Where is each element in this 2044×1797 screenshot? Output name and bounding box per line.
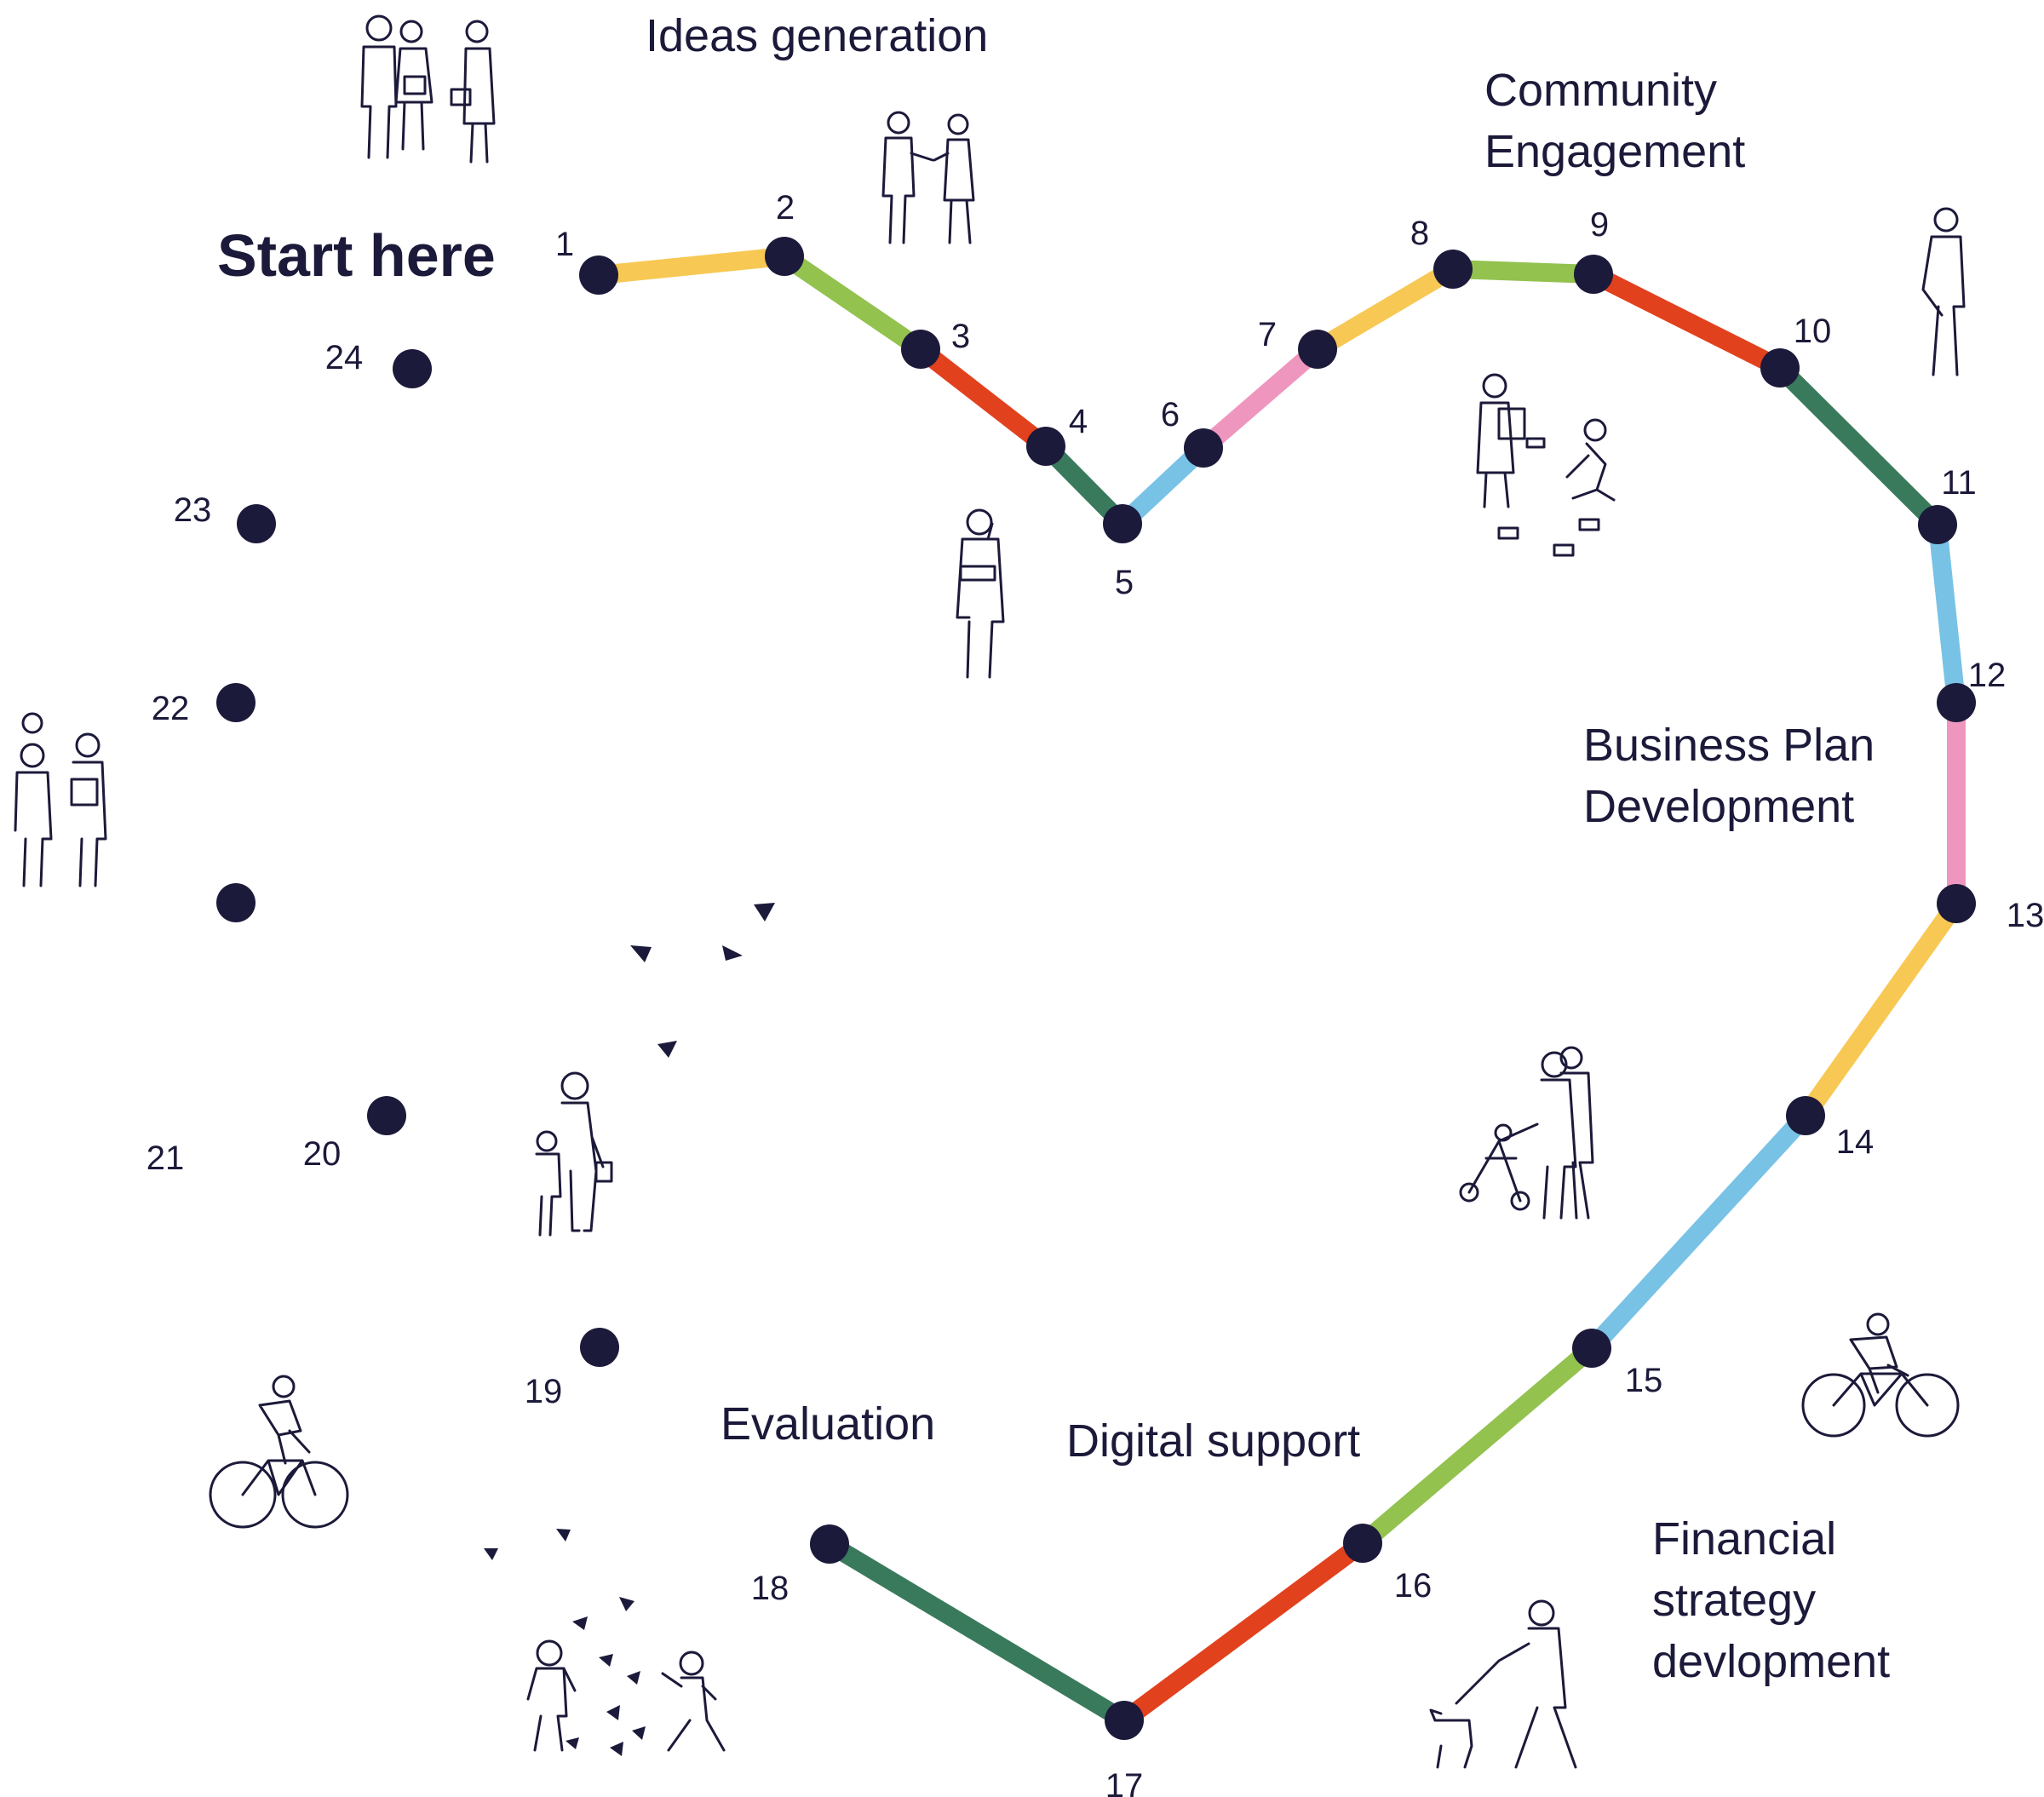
- dot-21: [216, 883, 256, 922]
- journey-path: [597, 247, 1966, 1729]
- dot-14: [1786, 1096, 1825, 1135]
- dot-3: [901, 330, 940, 369]
- dot-number-18: 18: [751, 1570, 789, 1607]
- dot-number-4: 4: [1069, 403, 1088, 440]
- path-segment-6-7: [1197, 342, 1324, 456]
- path-segment-11-12: [1928, 523, 1966, 704]
- dot-number-12: 12: [1968, 657, 2007, 694]
- path-segment-8-9: [1452, 260, 1594, 284]
- dot-number-5: 5: [1115, 564, 1134, 601]
- dot-4: [1026, 427, 1065, 466]
- stage-financial-line-2: strategy: [1652, 1575, 1816, 1626]
- handshake-icon: [881, 111, 975, 244]
- dot-number-16: 16: [1394, 1567, 1433, 1605]
- path-segment-1-2: [597, 247, 786, 284]
- dot-number-8: 8: [1410, 215, 1429, 252]
- mother-child-icon: [535, 1071, 613, 1237]
- children-playing-icon: [526, 1639, 726, 1752]
- path-segment-17-18: [824, 1536, 1129, 1729]
- dot-number-15: 15: [1625, 1362, 1663, 1399]
- dot-8: [1433, 250, 1473, 289]
- dot-number-14: 14: [1836, 1123, 1875, 1161]
- path-segment-14-15: [1584, 1109, 1813, 1355]
- dot-9: [1574, 255, 1613, 294]
- dot-number-1: 1: [555, 226, 574, 263]
- dot-number-3: 3: [951, 318, 970, 355]
- dot-15: [1572, 1329, 1611, 1368]
- people-talking-icon: [360, 14, 496, 164]
- dot-1: [579, 255, 618, 295]
- dot-23: [237, 504, 276, 543]
- dot-5: [1103, 504, 1142, 543]
- birds-icon: [484, 903, 775, 1756]
- stage-financial-line-1: Financial: [1652, 1513, 1836, 1564]
- stage-digital-line-1: Digital support: [1066, 1415, 1360, 1467]
- dot-18: [810, 1524, 849, 1564]
- path-segment-3-4: [915, 342, 1052, 454]
- stage-evaluation-line-1: Evaluation: [721, 1398, 935, 1450]
- start-here-label: Start here: [217, 222, 496, 289]
- stage-business-line-2: Development: [1583, 781, 1854, 832]
- phone-call-man-icon: [956, 508, 1005, 679]
- path-segment-16-17: [1118, 1536, 1369, 1728]
- path-segment-2-3: [778, 248, 927, 358]
- stage-ideas-line-1: Ideas generation: [646, 10, 988, 61]
- dot-number-21: 21: [146, 1140, 185, 1177]
- dot-10: [1760, 348, 1800, 388]
- dot-13: [1937, 884, 1976, 923]
- cyclist-icon: [209, 1375, 349, 1529]
- dot-number-2: 2: [776, 189, 795, 227]
- dot-number-13: 13: [2007, 897, 2044, 934]
- volunteers-litter-icon: [1476, 373, 1616, 557]
- dot-11: [1918, 505, 1957, 544]
- dot-20: [367, 1096, 406, 1135]
- family-walking-icon: [14, 712, 107, 887]
- stage-business-line-1: Business Plan: [1583, 720, 1875, 771]
- stage-financial-line-3: devlopment: [1652, 1636, 1890, 1687]
- path-segment-9-10: [1589, 266, 1784, 376]
- dot-number-20: 20: [303, 1135, 342, 1173]
- dot-24: [393, 349, 432, 388]
- dot-number-17: 17: [1105, 1767, 1144, 1797]
- cyclist-icon: [1801, 1312, 1960, 1438]
- dot-17: [1105, 1701, 1144, 1740]
- dot-number-7: 7: [1258, 316, 1277, 353]
- dot-number-10: 10: [1794, 313, 1832, 350]
- path-segment-15-16: [1356, 1341, 1599, 1551]
- dot-number-24: 24: [325, 339, 364, 376]
- dot-12: [1937, 683, 1976, 722]
- dot-7: [1298, 330, 1337, 369]
- dot-number-22: 22: [152, 690, 190, 727]
- dot-number-19: 19: [525, 1373, 563, 1410]
- dot-22: [216, 683, 256, 722]
- path-segment-7-8: [1312, 261, 1458, 358]
- stroller-family-icon: [1459, 1046, 1594, 1220]
- journey-dots: [216, 237, 1976, 1740]
- dot-number-6: 6: [1161, 396, 1180, 433]
- stage-community-line-1: Community: [1484, 65, 1717, 116]
- stage-community-line-2: Engagement: [1484, 126, 1745, 177]
- dot-number-9: 9: [1590, 206, 1609, 244]
- path-segment-10-11: [1773, 361, 1944, 531]
- dot-16: [1343, 1524, 1382, 1563]
- dot-number-11: 11: [1941, 464, 1977, 502]
- dot-6: [1184, 428, 1223, 468]
- walking-man-icon: [1921, 207, 1966, 376]
- path-segment-13-14: [1798, 898, 1964, 1122]
- dot-number-23: 23: [174, 491, 212, 529]
- dog-walker-icon: [1429, 1599, 1577, 1769]
- dot-19: [580, 1328, 619, 1367]
- dot-2: [765, 237, 804, 276]
